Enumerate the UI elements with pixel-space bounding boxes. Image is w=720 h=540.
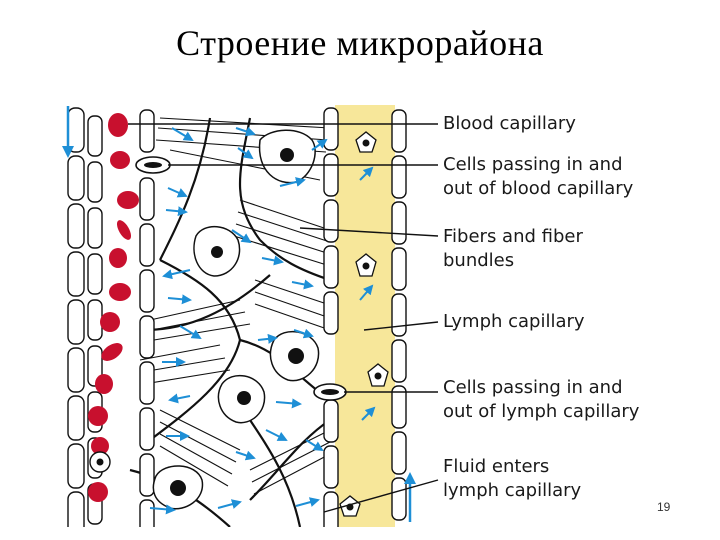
- label-blood-capillary: Blood capillary: [443, 112, 576, 136]
- label-line: Lymph capillary: [443, 311, 585, 332]
- slide-number: 19: [657, 500, 671, 514]
- label-line: Cells passing in and: [443, 154, 623, 175]
- flow-arrows: [149, 126, 376, 515]
- label-line: out of lymph capillary: [443, 401, 640, 422]
- lymph-capillary-fill: [335, 105, 395, 527]
- migrating-cell-lymph: [313, 383, 347, 401]
- label-line: lymph capillary: [443, 480, 582, 501]
- label-line: out of blood capillary: [443, 178, 634, 199]
- label-cells-lymph-capillary: Cells passing in and out of lymph capill…: [443, 376, 639, 424]
- blood-flow-arrow: [62, 106, 74, 158]
- label-line: Blood capillary: [443, 113, 576, 134]
- leader-lines: [128, 123, 439, 513]
- red-blood-cells: [88, 113, 139, 502]
- label-cells-blood-capillary: Cells passing in and out of blood capill…: [443, 153, 633, 201]
- lymph-capillary-wall-left: [323, 107, 339, 527]
- cell-nuclei: [170, 148, 304, 496]
- label-lymph-capillary: Lymph capillary: [443, 310, 585, 334]
- migrating-cell-blood: [135, 156, 171, 174]
- blood-capillary-wall-right: [139, 109, 155, 527]
- label-fibers: Fibers and fiber bundles: [443, 225, 583, 273]
- lymph-capillary-wall-right: [391, 109, 407, 521]
- label-line: bundles: [443, 250, 515, 271]
- slide-title: Строение микрорайона: [176, 23, 544, 63]
- label-line: Cells passing in and: [443, 377, 623, 398]
- label-line: Fibers and fiber: [443, 226, 583, 247]
- label-line: Fluid enters: [443, 456, 550, 477]
- lymph-flow-arrow: [404, 472, 416, 522]
- fiber-bundles: [139, 117, 331, 495]
- label-fluid-enters: Fluid enters lymph capillary: [443, 455, 581, 503]
